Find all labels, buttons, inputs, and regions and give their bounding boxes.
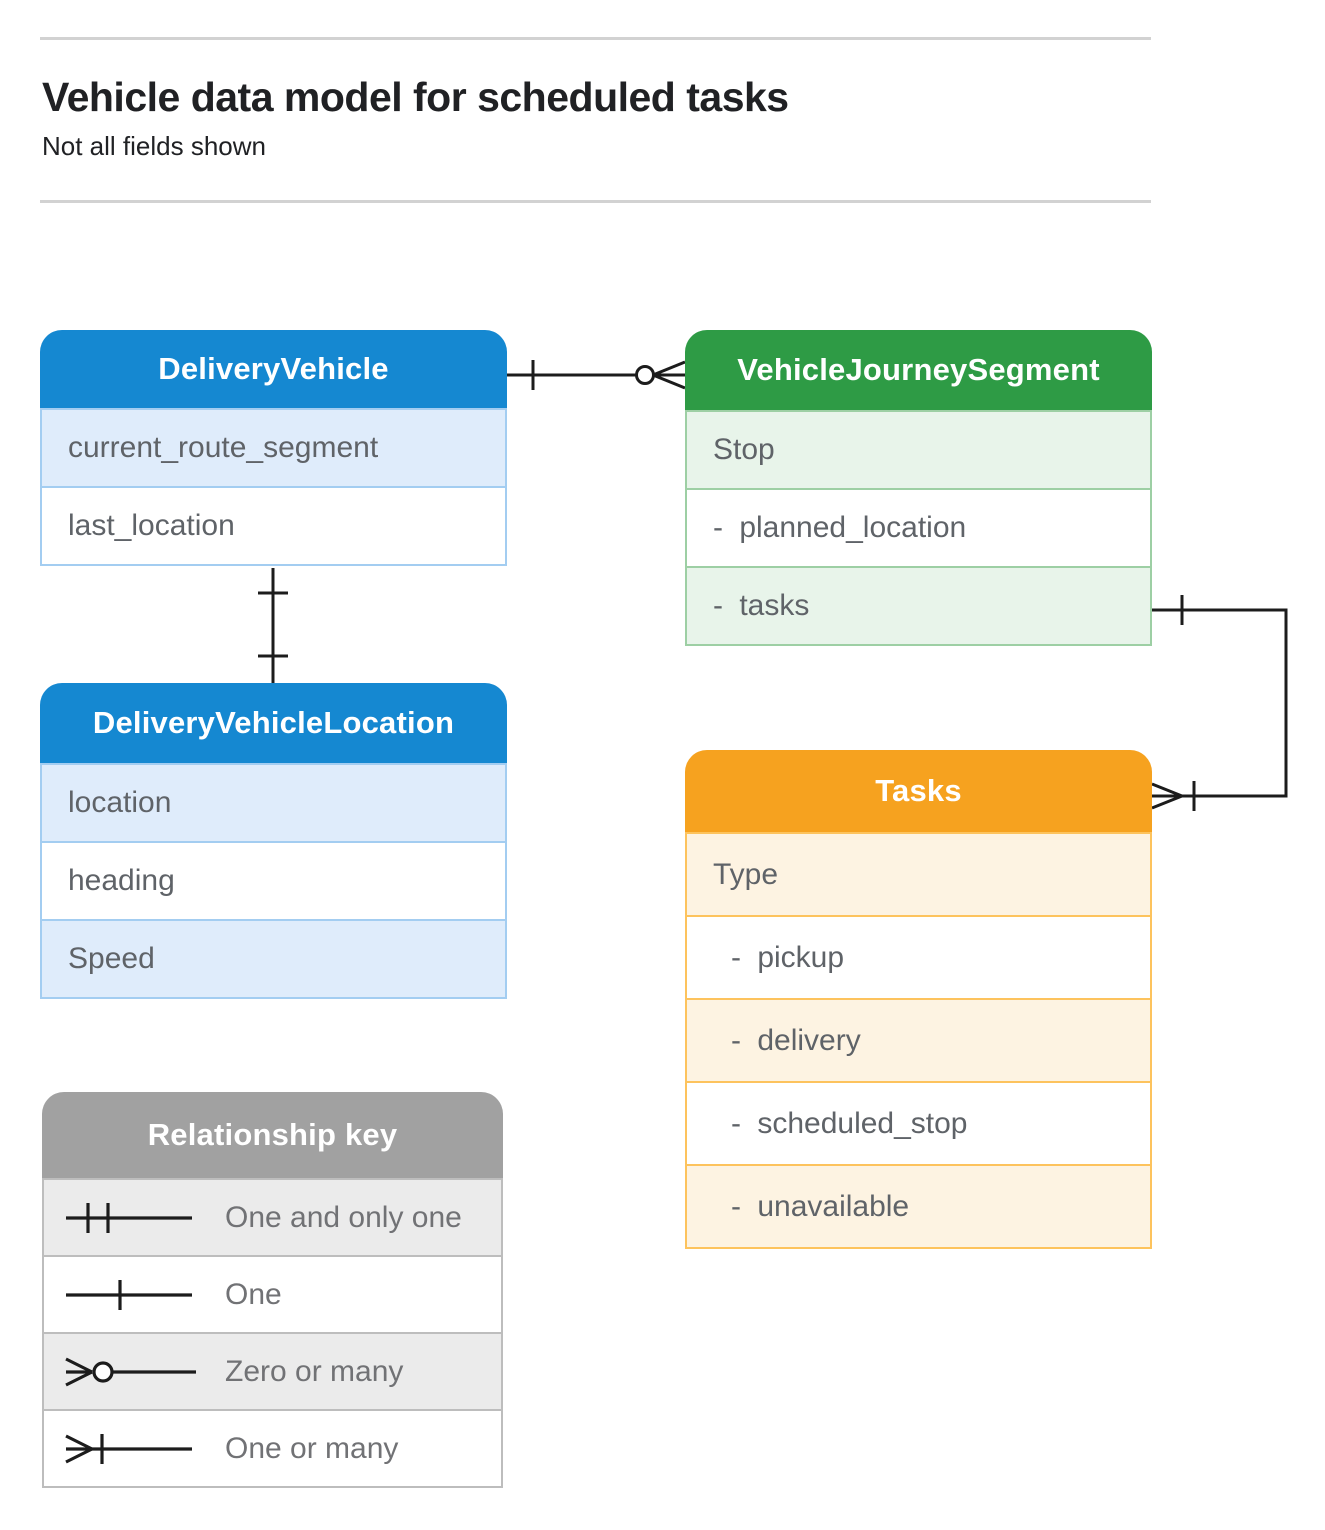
- entity-deliveryvehiclelocation: DeliveryVehicleLocation location heading…: [40, 683, 507, 999]
- relationship-key: Relationship key One and only one One: [42, 1092, 503, 1488]
- connector-deliveryvehicle-vehiclejourneysegment: [507, 360, 686, 390]
- field-stop: Stop: [685, 410, 1152, 490]
- one-and-only-one-symbol: [66, 1202, 192, 1233]
- one-symbol: [66, 1279, 192, 1310]
- key-row-one-or-many: One or many: [42, 1409, 503, 1488]
- entity-tasks-header: Tasks: [685, 750, 1152, 832]
- key-label: Zero or many: [225, 1354, 404, 1388]
- bottom-divider: [40, 200, 1151, 203]
- connector-deliveryvehicle-deliveryvehiclelocation: [258, 568, 288, 683]
- entity-deliveryvehicle: DeliveryVehicle current_route_segment la…: [40, 330, 507, 566]
- key-label: One and only one: [225, 1200, 462, 1234]
- relationship-key-header: Relationship key: [42, 1092, 503, 1178]
- field-pickup: - pickup: [685, 915, 1152, 1000]
- field-unavailable: - unavailable: [685, 1164, 1152, 1249]
- key-label: One or many: [225, 1431, 399, 1465]
- field-heading: heading: [40, 841, 507, 921]
- field-type: Type: [685, 832, 1152, 917]
- field-current-route-segment: current_route_segment: [40, 408, 507, 488]
- key-label: One: [225, 1277, 282, 1311]
- key-row-zero-or-many: Zero or many: [42, 1332, 503, 1411]
- field-tasks: - tasks: [685, 566, 1152, 646]
- connector-vehiclejourneysegment-tasks: [1151, 595, 1288, 811]
- key-row-one-and-only-one: One and only one: [42, 1178, 503, 1257]
- entity-vehiclejourneysegment: VehicleJourneySegment Stop - planned_loc…: [685, 330, 1152, 646]
- page-title: Vehicle data model for scheduled tasks: [42, 74, 789, 120]
- entity-tasks: Tasks Type - pickup - delivery - schedul…: [685, 750, 1152, 1249]
- page-subtitle: Not all fields shown: [42, 131, 266, 161]
- field-delivery: - delivery: [685, 998, 1152, 1083]
- entity-deliveryvehicle-header: DeliveryVehicle: [40, 330, 507, 408]
- field-last-location: last_location: [40, 486, 507, 566]
- one-or-many-symbol: [65, 1433, 192, 1464]
- field-location: location: [40, 763, 507, 843]
- entity-vehiclejourneysegment-header: VehicleJourneySegment: [685, 330, 1152, 410]
- zero-or-many-symbol: [65, 1357, 196, 1386]
- key-row-one: One: [42, 1255, 503, 1334]
- field-planned-location: - planned_location: [685, 488, 1152, 568]
- field-speed: Speed: [40, 919, 507, 999]
- entity-deliveryvehiclelocation-header: DeliveryVehicleLocation: [40, 683, 507, 763]
- top-divider: [40, 37, 1151, 40]
- field-scheduled-stop: - scheduled_stop: [685, 1081, 1152, 1166]
